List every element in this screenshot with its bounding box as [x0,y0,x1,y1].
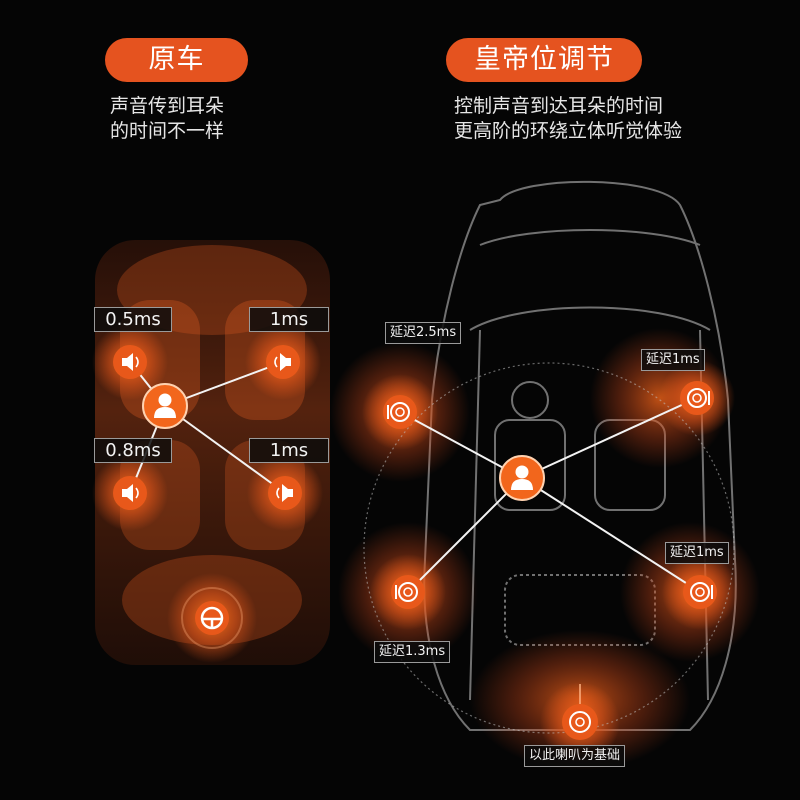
tweeter-icon [683,575,717,609]
left-delay-label-rear-right: 1ms [249,438,329,463]
tweeter-icon [562,684,598,740]
base-speaker-label: 以此喇叭为基础 [524,745,626,767]
right-subtitle-line: 更高阶的环绕立体听觉体验 [454,120,683,142]
tweeter-icon [680,381,714,415]
tweeter-icon [391,575,425,609]
user-icon [499,455,545,501]
left-subtitle: 声音传到耳朵 的时间不一样 [110,94,224,144]
right-delay-label-front-right: 延迟1ms [641,349,705,371]
right-delay-label-rear-left: 延迟1.3ms [374,641,451,663]
steering-wheel-icon [195,601,229,635]
left-delay-label-front-right: 1ms [249,307,329,332]
left-delay-label-rear-left: 0.8ms [94,438,172,463]
speaker-icon [266,345,300,379]
right-title-pill: 皇帝位调节 [446,38,642,82]
tweeter-icon [383,395,417,429]
left-subtitle-line: 的时间不一样 [110,120,225,142]
speaker-icon [113,476,147,510]
left-subtitle-line: 声音传到耳朵 [110,95,225,117]
speaker-icon [268,476,302,510]
right-delay-label-rear-right: 延迟1ms [665,542,729,564]
right-delay-label-front-left: 延迟2.5ms [385,322,462,344]
right-subtitle: 控制声音到达耳朵的时间 更高阶的环绕立体听觉体验 [454,94,682,144]
speaker-icon [113,345,147,379]
right-subtitle-line: 控制声音到达耳朵的时间 [454,95,664,117]
left-title-pill: 原车 [105,38,248,82]
left-delay-label-front-left: 0.5ms [94,307,172,332]
user-icon [142,383,188,429]
right-connectors [399,397,701,593]
